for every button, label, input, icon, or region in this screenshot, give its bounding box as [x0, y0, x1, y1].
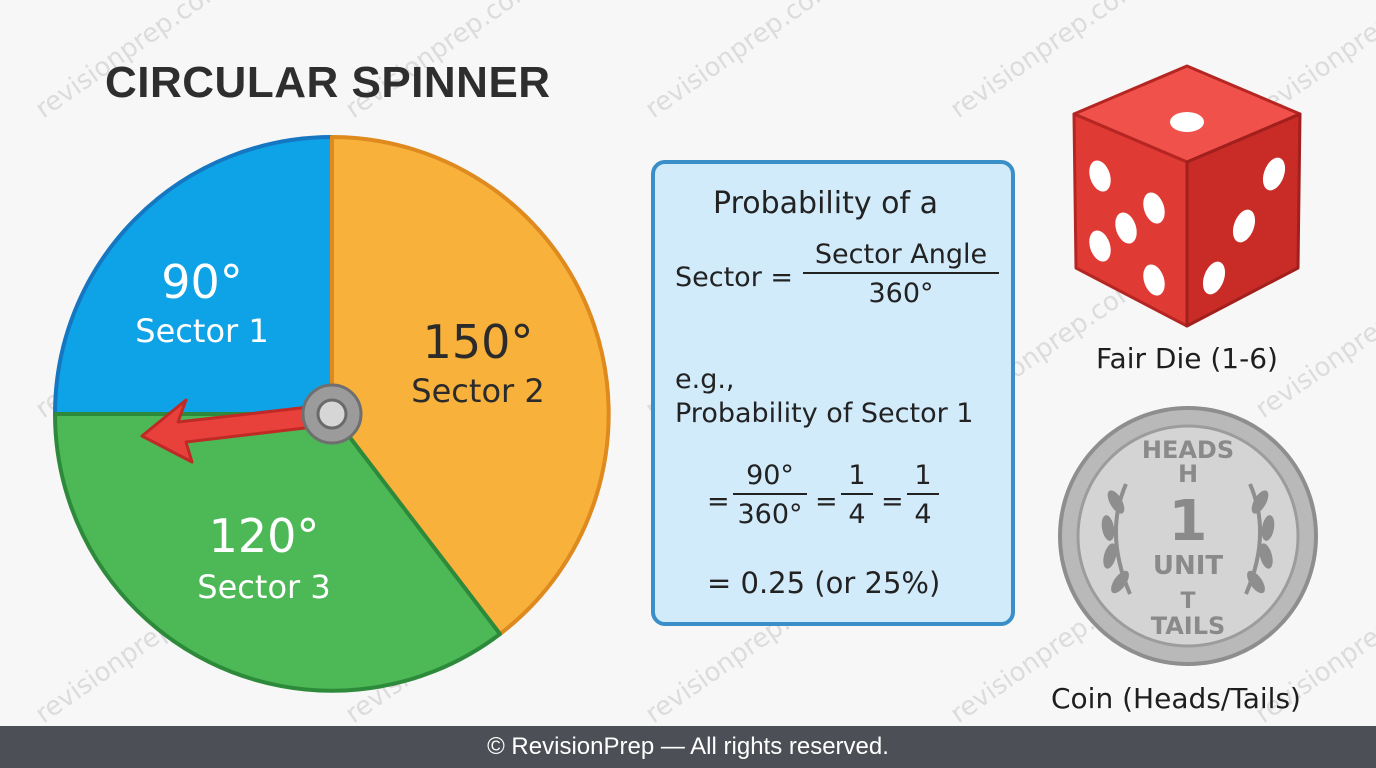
- formula-fraction: Sector Angle 360°: [803, 239, 999, 309]
- laurel-left-icon: [1101, 483, 1132, 595]
- probability-formula-box: Probability of a Sector = Sector Angle 3…: [651, 160, 1015, 626]
- formula-lhs: Sector =: [675, 262, 794, 293]
- page-title: CIRCULAR SPINNER: [105, 58, 551, 107]
- equals-1: =: [707, 486, 730, 517]
- example-fraction-1-num: 90°: [733, 460, 807, 495]
- die-caption: Fair Die (1-6): [1096, 342, 1278, 375]
- laurel-right-icon: [1244, 483, 1275, 595]
- die-icon: [1072, 64, 1302, 328]
- coin-t-letter: T: [1180, 589, 1195, 614]
- example-fraction-3-den: 4: [914, 499, 932, 530]
- coin-heads-text: HEADS: [1142, 436, 1234, 464]
- formula-denominator: 360°: [868, 278, 934, 309]
- formula-heading: Probability of a: [713, 186, 938, 221]
- coin-icon: HEADS H 1 UNIT T TAILS: [1058, 406, 1318, 666]
- spinner-sector-1: [53, 135, 334, 416]
- spinner-sector-3: [53, 412, 502, 693]
- example-label: e.g.,: [675, 364, 735, 395]
- example-fraction-1: 90° 360°: [733, 460, 807, 530]
- example-result: = 0.25 (or 25%): [707, 566, 941, 600]
- sector-2-label: Sector 2: [411, 372, 544, 410]
- sector-1-angle: 90°: [161, 255, 243, 309]
- example-fraction-2-den: 4: [848, 499, 866, 530]
- spinner-arrow[interactable]: [140, 398, 324, 464]
- coin-unit: UNIT: [1153, 551, 1224, 581]
- circular-spinner: 90° Sector 1 150° Sector 2 120° Sector 3: [53, 135, 611, 693]
- sector-3-label: Sector 3: [197, 568, 330, 606]
- sector-2-angle: 150°: [423, 315, 534, 369]
- equals-2: =: [815, 486, 838, 517]
- example-fraction-1-den: 360°: [737, 499, 803, 530]
- watermark-text: revisionprep.com: [640, 0, 842, 125]
- coin-caption: Coin (Heads/Tails): [1051, 682, 1301, 715]
- spinner-hub-center: [316, 398, 348, 430]
- coin-value: 1: [1169, 489, 1208, 554]
- equals-3: =: [881, 486, 904, 517]
- sector-3-angle: 120°: [209, 509, 320, 563]
- coin-tails-text: TAILS: [1151, 612, 1226, 640]
- coin-h-letter: H: [1178, 460, 1198, 488]
- example-fraction-2: 1 4: [841, 460, 873, 530]
- example-fraction-3: 1 4: [907, 460, 939, 530]
- example-fraction-3-num: 1: [907, 460, 939, 495]
- example-fraction-2-num: 1: [841, 460, 873, 495]
- footer: © RevisionPrep — All rights reserved.: [0, 726, 1376, 768]
- formula-numerator: Sector Angle: [803, 239, 999, 274]
- example-line: Probability of Sector 1: [675, 398, 974, 429]
- spinner-sector-2: [330, 135, 611, 636]
- sector-1-label: Sector 1: [135, 312, 268, 350]
